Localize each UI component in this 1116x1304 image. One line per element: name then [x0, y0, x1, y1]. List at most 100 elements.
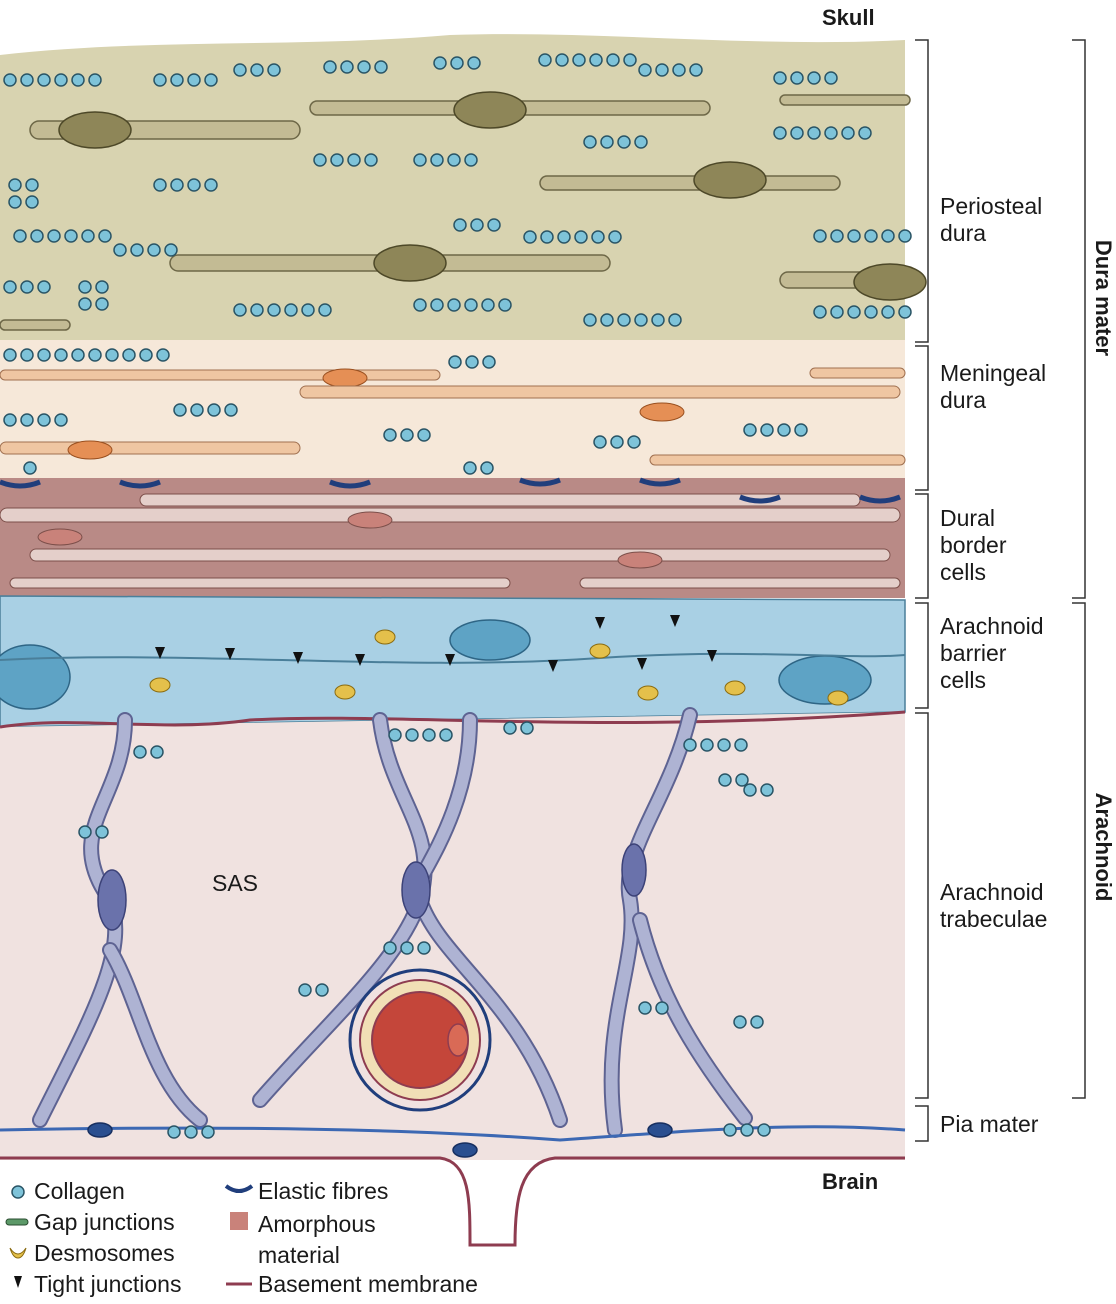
- legend-elastic-fibres: Elastic fibres: [258, 1178, 389, 1204]
- trabecula: [104, 944, 206, 1126]
- collagen-fibril: [627, 435, 641, 449]
- collagen-fibril: [583, 135, 597, 149]
- collagen-fibril: [540, 230, 554, 244]
- mitochondrion: [334, 684, 356, 700]
- collagen-fibril: [830, 305, 844, 319]
- trabecula-nucleus: [401, 861, 431, 919]
- dural-border-nucleus: [37, 528, 83, 546]
- collagen-fibril: [464, 298, 478, 312]
- collagen-fibril: [413, 153, 427, 167]
- collagen-fibril: [30, 229, 44, 243]
- periosteal-nucleus: [853, 263, 927, 301]
- periosteal-cell: [779, 94, 911, 106]
- collagen-fibril: [717, 738, 731, 752]
- tight-junction: [355, 654, 365, 666]
- elastic-fibre: [119, 479, 161, 489]
- collagen-fibril: [47, 229, 61, 243]
- collagen-fibril: [482, 355, 496, 369]
- tight-junction: [637, 658, 647, 670]
- collagen-fibril: [37, 413, 51, 427]
- mitochondrion: [374, 629, 396, 645]
- elastic-fibre-icon: [224, 1184, 254, 1193]
- elastic-fibre: [0, 479, 41, 489]
- collagen-fibril: [113, 243, 127, 257]
- collagen-fibril: [481, 298, 495, 312]
- arachnoid-barrier-cells: [0, 615, 906, 710]
- elastic-fibre: [329, 479, 371, 489]
- periosteal-dura-label: Periosteal dura: [940, 193, 1043, 246]
- collagen-circle-icon: [11, 1185, 25, 1199]
- tight-junction: [293, 652, 303, 664]
- collagen-fibril: [170, 178, 184, 192]
- collagen-fibril: [301, 303, 315, 317]
- collagen-fibril: [450, 56, 464, 70]
- mitochondrion: [724, 680, 746, 696]
- arachnoid-group-label: Arachnoid: [1091, 792, 1116, 902]
- tight-junction: [595, 617, 605, 629]
- collagen-fibril: [201, 1125, 215, 1139]
- collagen-fibril: [417, 941, 431, 955]
- collagen-fibril: [480, 461, 494, 475]
- arachnoid-trabeculae-label: Arachnoid trabeculae: [940, 879, 1048, 932]
- collagen-fibril: [417, 428, 431, 442]
- collagen-fibril: [740, 1123, 754, 1137]
- collagen-fibril: [433, 56, 447, 70]
- collagen-fibril: [898, 229, 912, 243]
- trabecula: [605, 709, 696, 1136]
- collagen-fibril: [898, 305, 912, 319]
- collagen-fibril: [773, 126, 787, 140]
- collagen-fibril: [617, 135, 631, 149]
- collagen-fibril: [689, 63, 703, 77]
- legend-icons: [5, 1184, 254, 1288]
- meningeal-nucleus: [639, 402, 685, 422]
- collagen-fibril: [538, 53, 552, 67]
- dural-border-cell: [29, 548, 891, 562]
- collagen-fibril: [583, 313, 597, 327]
- collagen-fibril: [3, 280, 17, 294]
- collagen-fibril: [760, 423, 774, 437]
- tight-junction: [155, 647, 165, 659]
- collagen-fibril: [95, 825, 109, 839]
- pia-cell-nucleus: [647, 1122, 673, 1138]
- elastic-fibre: [739, 494, 781, 504]
- meningeal-cell: [299, 385, 901, 399]
- periosteal-cells: [0, 91, 927, 331]
- meningeal-cells: [0, 367, 906, 466]
- dural-border-cell: [0, 507, 901, 523]
- collagen-fibril: [347, 153, 361, 167]
- skull-label: Skull: [822, 5, 875, 30]
- pia-mater-label: Pia mater: [940, 1111, 1039, 1137]
- collagen-fibril: [608, 230, 622, 244]
- collagen-fibril: [606, 53, 620, 67]
- arachnoid-nucleus: [778, 655, 872, 705]
- collagen-fibril: [71, 73, 85, 87]
- collagen-fibril: [464, 153, 478, 167]
- legend-amorphous-material: Amorphous material: [258, 1211, 376, 1268]
- collagen-fibril: [88, 73, 102, 87]
- tight-junction-icon: [14, 1276, 22, 1288]
- mitochondrion: [149, 677, 171, 693]
- collagen-fibril: [340, 60, 354, 74]
- collagen-fibril: [655, 63, 669, 77]
- meningeal-dura-label: Meningeal dura: [940, 360, 1047, 413]
- legend-basement-membrane: Basement membrane: [258, 1271, 478, 1297]
- blood-vessel: [348, 968, 492, 1112]
- collagen-fibril: [881, 305, 895, 319]
- dural-border-nucleus: [617, 551, 663, 569]
- collagen-fibril: [790, 126, 804, 140]
- dural-border-cell: [9, 577, 511, 589]
- collagen-fibril: [557, 230, 571, 244]
- collagen-fibril: [400, 428, 414, 442]
- collagen-fibril: [130, 243, 144, 257]
- collagen-fibril: [150, 745, 164, 759]
- trabecula: [634, 914, 751, 1124]
- collagen-fibril: [71, 348, 85, 362]
- collagen-fibril: [318, 303, 332, 317]
- collagen-fibril: [250, 63, 264, 77]
- collagen-fibril: [315, 983, 329, 997]
- periosteal-nucleus: [373, 244, 447, 282]
- collagen-fibril: [422, 728, 436, 742]
- dural-border-cell: [579, 577, 901, 589]
- collagen-fibril: [81, 229, 95, 243]
- collagen-fibril: [881, 229, 895, 243]
